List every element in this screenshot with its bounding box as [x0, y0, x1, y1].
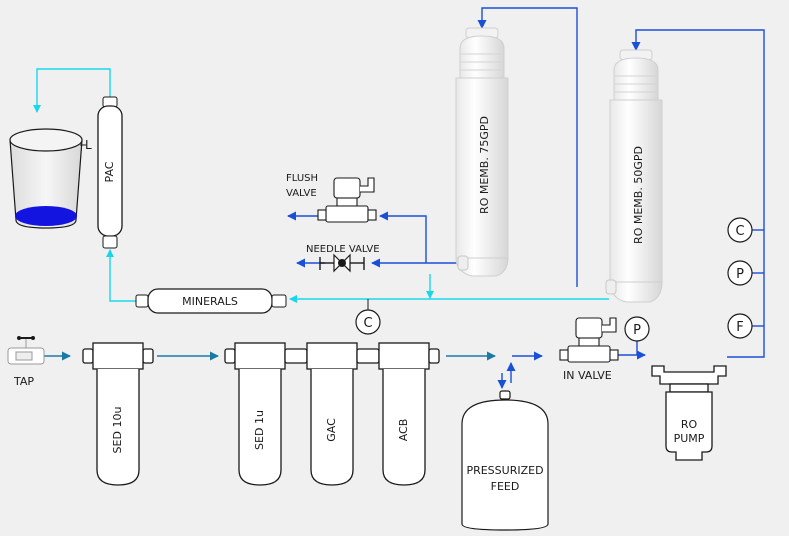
ro-pump	[651, 365, 727, 461]
svg-text:P: P	[633, 323, 641, 338]
tap-faucet	[7, 336, 45, 365]
gac-label: GAC	[325, 418, 338, 442]
pump-to-memb50-line	[631, 29, 765, 358]
gauge-p-inlet: P	[624, 316, 650, 342]
in-valve-label: IN VALVE	[563, 369, 612, 382]
flush-valve-label-1: FLUSH	[286, 173, 318, 184]
ro-membrane-50: RO MEMB. 50GPD	[605, 49, 663, 303]
filter-gac	[284, 342, 358, 486]
filter-sed10	[82, 342, 154, 486]
svg-text:C: C	[363, 316, 372, 331]
ro-memb-50-label: RO MEMB. 50GPD	[632, 146, 645, 244]
gauge-c: C	[727, 217, 753, 243]
gauge-p: P	[727, 260, 753, 286]
ro-pump-label-1: RO	[681, 418, 698, 431]
acb-label: ACB	[397, 419, 410, 442]
sed10-label: SED 10u	[111, 407, 124, 454]
gauge-f: F	[727, 313, 753, 339]
ro-memb-75-label: RO MEMB. 75GPD	[478, 116, 491, 214]
minerals-to-pac-line	[106, 249, 148, 302]
water-level	[15, 206, 77, 226]
pac-filter: PAC	[97, 96, 123, 249]
pac-to-glass-line	[33, 68, 111, 113]
filter-sed1	[224, 342, 286, 486]
svg-text:F: F	[736, 320, 743, 335]
tank-level-label: L	[85, 138, 92, 152]
pressurized-feed-tank	[461, 390, 549, 531]
filter-acb	[356, 342, 440, 486]
flush-valve	[317, 177, 377, 223]
sed1-label: SED 1u	[253, 410, 266, 450]
in-valve	[559, 317, 619, 363]
minerals-filter: MINERALS	[135, 288, 287, 314]
needle-valve-label: NEEDLE VALVE	[306, 244, 380, 255]
minerals-label: MINERALS	[182, 295, 238, 308]
svg-text:P: P	[736, 267, 744, 282]
ro-pump-label-2: PUMP	[674, 432, 705, 445]
flush-valve-label-2: VALVE	[286, 188, 317, 199]
pressurized-label-1: PRESSURIZED	[466, 464, 543, 477]
ro-membrane-75: RO MEMB. 75GPD	[455, 27, 509, 277]
svg-text:C: C	[735, 224, 744, 239]
glass: L	[9, 128, 92, 229]
gauge-c-product: C	[355, 309, 381, 335]
pac-label: PAC	[103, 161, 116, 182]
product-water-lines	[33, 68, 609, 303]
loop-to-memb75-line	[477, 7, 578, 287]
to-flush-valve-line	[379, 211, 427, 263]
tap-label: TAP	[13, 375, 34, 388]
pressurized-label-2: FEED	[491, 480, 520, 493]
needle-valve	[319, 253, 365, 273]
